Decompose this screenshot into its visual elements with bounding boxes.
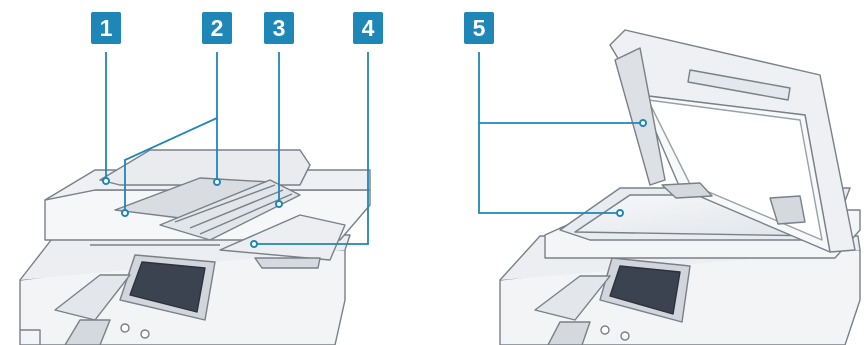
callout-badge-2: 2 [202, 12, 232, 44]
leader-line-5a [479, 52, 620, 213]
callout-badge-5: 5 [464, 12, 494, 44]
callout-badge-4: 4 [353, 12, 383, 44]
callout-badge-3: 3 [264, 12, 294, 44]
printer-left [20, 150, 370, 345]
callout-badge-1: 1 [91, 12, 121, 44]
printer-right [500, 30, 860, 345]
